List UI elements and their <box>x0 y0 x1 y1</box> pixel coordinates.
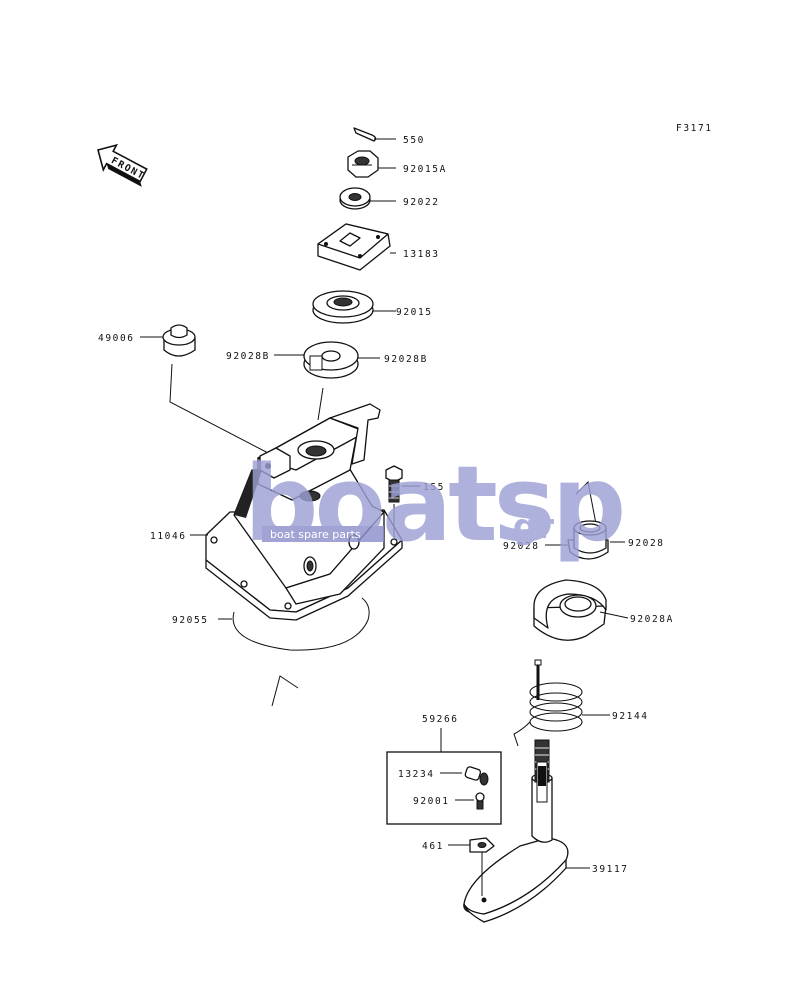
label-39117: 39117 <box>592 864 629 875</box>
label-92015: 92015 <box>396 307 433 318</box>
figure-code: F3171 <box>676 123 713 134</box>
part-92022-washer: 92022 <box>339 187 440 210</box>
part-155-bolt: 155 <box>385 465 445 538</box>
watermark-logo: boatsp .gr boat spare parts <box>244 443 626 565</box>
part-13183-plate: 13183 <box>317 223 440 271</box>
part-92028b-collar: 92028B 92028B <box>226 341 428 379</box>
label-92055: 92055 <box>172 615 209 626</box>
part-550-cotter-pin: 550 <box>353 127 425 146</box>
label-92028-left: 92028 <box>503 541 540 552</box>
part-92055-oring: 92055 <box>172 597 370 707</box>
label-550: 550 <box>403 135 425 146</box>
watermark-tagline: boat spare parts <box>270 528 361 541</box>
kit-box <box>386 751 502 825</box>
label-13183: 13183 <box>403 249 440 260</box>
label-92028b-right: 92028B <box>384 354 428 365</box>
label-49006: 49006 <box>98 333 135 344</box>
label-13234: 13234 <box>398 769 435 780</box>
label-92001: 92001 <box>413 796 450 807</box>
part-92144-spring: 92144 <box>513 659 649 747</box>
part-461-washer: 461 <box>422 837 495 896</box>
label-155: 155 <box>423 482 445 493</box>
part-92028-sleeve: 92028 92028 <box>503 480 665 560</box>
label-92028-right: 92028 <box>628 538 665 549</box>
label-92144: 92144 <box>612 711 649 722</box>
front-arrow-icon: FRONT <box>97 143 148 187</box>
watermark-brand: boatsp <box>244 443 622 565</box>
label-92028b-left: 92028B <box>226 351 270 362</box>
label-59266: 59266 <box>422 714 459 725</box>
part-92015a-castle-nut: 92015A <box>347 150 447 178</box>
watermark-suffix: .gr <box>500 507 554 547</box>
label-92022: 92022 <box>403 197 440 208</box>
part-49006-mount: 49006 <box>98 324 271 455</box>
label-92028a: 92028A <box>630 614 674 625</box>
part-39117-arm: 39117 <box>463 739 629 923</box>
label-11046: 11046 <box>150 531 187 542</box>
part-92028a-collar: 92028A <box>533 579 674 641</box>
label-92015a: 92015A <box>403 164 447 175</box>
part-59266-kit: 59266 13234 92001 <box>386 714 502 825</box>
label-461: 461 <box>422 841 444 852</box>
part-92015-bushing: 92015 <box>312 290 433 324</box>
